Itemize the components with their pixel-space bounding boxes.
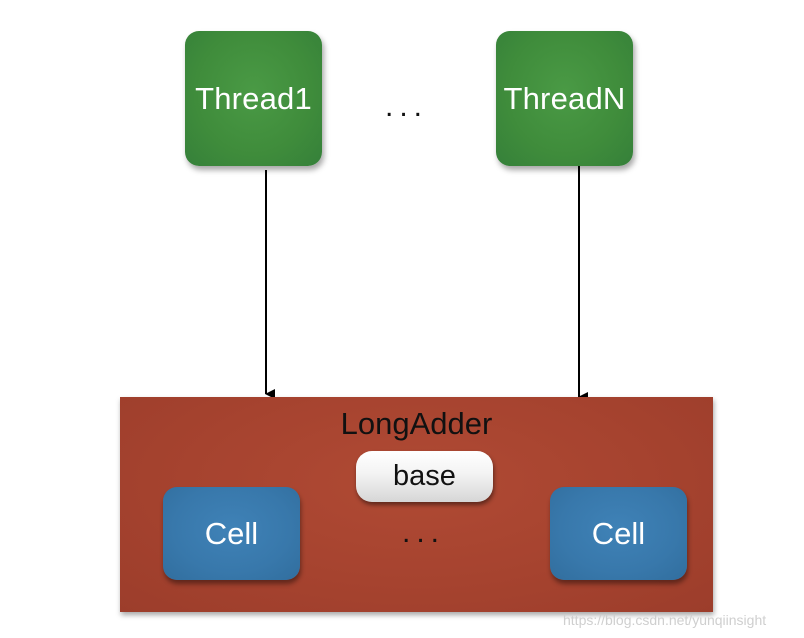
longadder-title: LongAdder <box>340 406 493 441</box>
cell-1-label: Cell <box>204 515 259 551</box>
base-box: base <box>356 451 493 502</box>
cell-1-box: Cell <box>163 487 300 580</box>
cell-2-label: Cell <box>591 515 646 551</box>
thread-ellipsis: ... <box>385 90 429 123</box>
cell-ellipsis: ... <box>402 516 446 549</box>
thread-1-box: Thread1 <box>185 31 322 166</box>
thread-n-label: ThreadN <box>503 80 626 116</box>
base-label: base <box>393 460 456 492</box>
longadder-box: LongAdder base Cell Cell <box>120 397 713 612</box>
thread-n-box: ThreadN <box>496 31 633 166</box>
watermark: https://blog.csdn.net/yunqiinsight <box>563 612 767 628</box>
thread-1-label: Thread1 <box>195 80 312 116</box>
cell-2-box: Cell <box>550 487 687 580</box>
